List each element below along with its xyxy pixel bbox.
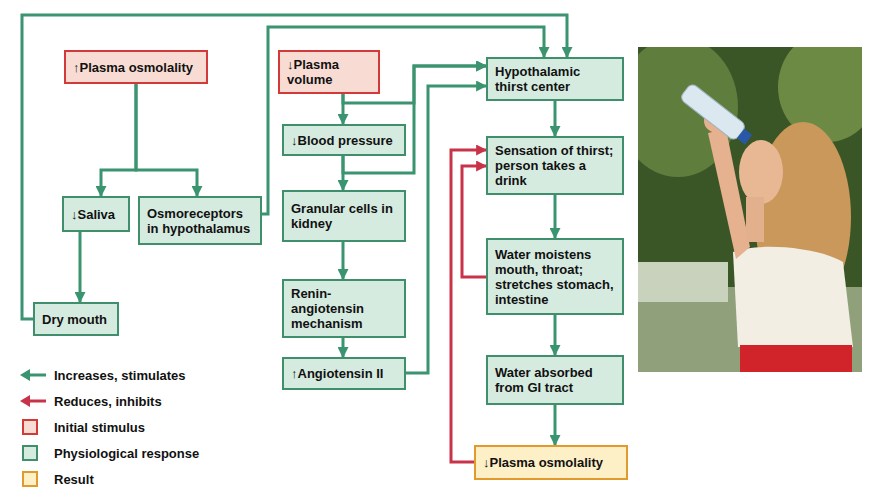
- legend-arrow-sample: [18, 393, 48, 409]
- stimulate-arrow: [406, 86, 486, 373]
- box-label: Sensation of thirst; person takes a drin…: [495, 143, 615, 188]
- face: [739, 140, 783, 204]
- stimulate-arrow: [342, 156, 345, 190]
- box-label: Water moistens mouth, throat; stretches …: [495, 247, 615, 307]
- process-box: Hypothalamic thirst center: [486, 57, 624, 101]
- sky-patch: [638, 262, 728, 302]
- stimulate-arrow: [342, 338, 345, 357]
- stimulate-arrow: [79, 232, 82, 302]
- legend-swatch: [22, 471, 38, 487]
- box-label: ↓Saliva: [71, 207, 121, 222]
- box-label: Water absorbed from GI tract: [495, 365, 615, 395]
- legend-row: Physiological response: [18, 440, 199, 466]
- process-box: ↑Angiotensin II: [282, 357, 406, 390]
- box-label: ↓Blood pressure: [291, 133, 397, 148]
- process-box: ↓Saliva: [62, 196, 130, 232]
- inhibit-arrow: [451, 150, 486, 462]
- legend-label: Increases, stimulates: [54, 368, 186, 383]
- process-box: Osmoreceptors in hypothalamus: [138, 196, 262, 245]
- box-label: ↑Plasma osmolality: [73, 60, 199, 75]
- stimulate-arrow: [554, 405, 557, 445]
- process-box: Water absorbed from GI tract: [486, 355, 624, 405]
- box-label: Granular cells in kidney: [291, 201, 397, 231]
- legend-arrow-sample: [18, 367, 48, 383]
- legend-label: Physiological response: [54, 446, 199, 461]
- stimulus-box: ↓Plasma volume: [278, 50, 380, 94]
- box-label: Renin-angiotensin mechanism: [291, 286, 397, 331]
- stimulate-arrow: [554, 195, 557, 238]
- process-box: Sensation of thirst; person takes a drin…: [486, 136, 624, 195]
- box-label: Dry mouth: [42, 312, 110, 327]
- result-box: ↓Plasma osmolality: [474, 445, 628, 480]
- legend-label: Result: [54, 472, 94, 487]
- process-box: Renin-angiotensin mechanism: [282, 279, 406, 338]
- shirt: [733, 247, 853, 347]
- box-label: Hypothalamic thirst center: [495, 64, 615, 94]
- legend-row: Initial stimulus: [18, 414, 199, 440]
- process-box: Dry mouth: [33, 302, 119, 336]
- box-label: ↓Plasma osmolality: [483, 455, 619, 470]
- box-label: Osmoreceptors in hypothalamus: [147, 206, 253, 236]
- box-label: ↓Plasma volume: [287, 57, 371, 87]
- process-box: Granular cells in kidney: [282, 190, 406, 242]
- stimulate-arrow: [554, 101, 557, 136]
- drinking-photo: [638, 47, 862, 372]
- legend: Increases, stimulatesReduces, inhibitsIn…: [18, 362, 199, 492]
- skirt: [740, 345, 852, 372]
- legend-swatch: [22, 419, 38, 435]
- neck: [746, 197, 764, 242]
- process-box: ↓Blood pressure: [282, 124, 406, 156]
- legend-swatch: [22, 445, 38, 461]
- legend-label: Reduces, inhibits: [54, 394, 162, 409]
- stimulate-arrow: [136, 84, 197, 196]
- water-bottle: [679, 83, 754, 148]
- stimulate-arrow: [554, 315, 557, 355]
- raised-arm: [708, 129, 750, 259]
- stimulus-box: ↑Plasma osmolality: [64, 50, 208, 84]
- process-box: Water moistens mouth, throat; stretches …: [486, 238, 624, 315]
- legend-row: Result: [18, 466, 199, 492]
- legend-row: Increases, stimulates: [18, 362, 199, 388]
- box-label: ↑Angiotensin II: [291, 366, 397, 381]
- legend-row: Reduces, inhibits: [18, 388, 199, 414]
- inhibit-arrow: [462, 166, 486, 277]
- stimulate-arrow: [342, 242, 345, 279]
- stimulate-arrow: [101, 84, 136, 196]
- legend-label: Initial stimulus: [54, 420, 145, 435]
